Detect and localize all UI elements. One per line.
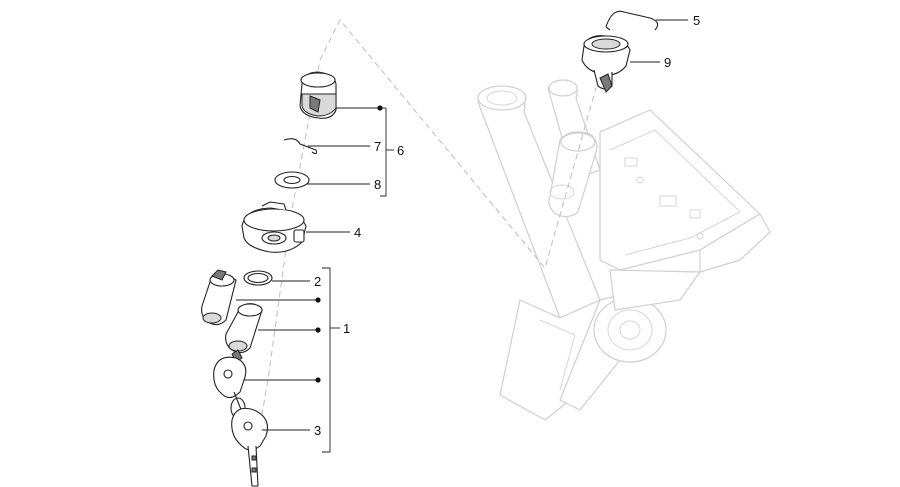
part-1-cylinder-left	[201, 269, 237, 326]
callout-8: 8	[374, 177, 381, 192]
part-5-wire-clip	[605, 10, 659, 31]
callout-2: 2	[314, 274, 321, 289]
callout-4: 4	[354, 225, 361, 240]
callout-labels: 5 9 7 6 8 4 2 1 3	[314, 13, 700, 438]
callout-3: 3	[314, 423, 321, 438]
key-upper	[213, 356, 247, 413]
callout-7: 7	[374, 139, 381, 154]
part-9-lock-cylinder	[581, 35, 631, 93]
part-6-barrel	[299, 71, 337, 119]
callout-5: 5	[693, 13, 700, 28]
part-4-lock-housing	[241, 201, 307, 253]
key-lower	[231, 407, 269, 487]
part-8-washer	[274, 171, 310, 189]
part-2-ring	[243, 270, 273, 286]
part-7-wire-spring	[283, 138, 318, 155]
callout-1: 1	[343, 321, 350, 336]
callout-6: 6	[397, 143, 404, 158]
part-1-cylinder-right	[225, 303, 263, 363]
assembly-guide-lines	[252, 19, 597, 466]
ghost-frame-assembly	[477, 79, 771, 421]
callout-9: 9	[664, 55, 671, 70]
leader-lines	[236, 19, 688, 453]
